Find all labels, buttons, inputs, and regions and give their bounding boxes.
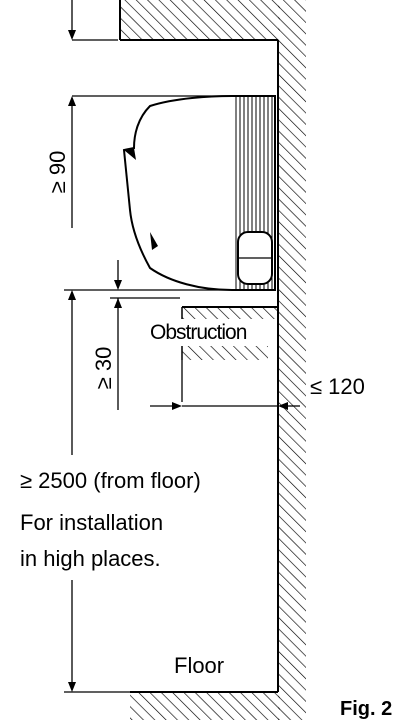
dimension-lines: [64, 0, 300, 693]
install-note-line-1: For installation: [20, 510, 164, 535]
floor-hatch: [130, 691, 280, 720]
ceiling-hatch: [119, 0, 280, 41]
obstruction-label: Obstruction: [150, 321, 247, 344]
side-clearance-label: ≤ 120: [310, 374, 365, 399]
dimension-arrows: [68, 30, 288, 692]
install-note-line-2: in high places.: [20, 546, 161, 571]
obstruction-shelf: [181, 306, 278, 360]
clearance-top-label: ≥ 90: [45, 150, 70, 194]
floor-label: Floor: [174, 653, 225, 678]
indoor-unit: [122, 95, 276, 291]
figure-caption: Fig. 2: [340, 699, 393, 719]
clearance-obstruction-label: ≥ 30: [91, 346, 116, 390]
floor-height-note: ≥ 2500 (from floor): [20, 468, 201, 493]
wall-hatch: [277, 0, 306, 720]
